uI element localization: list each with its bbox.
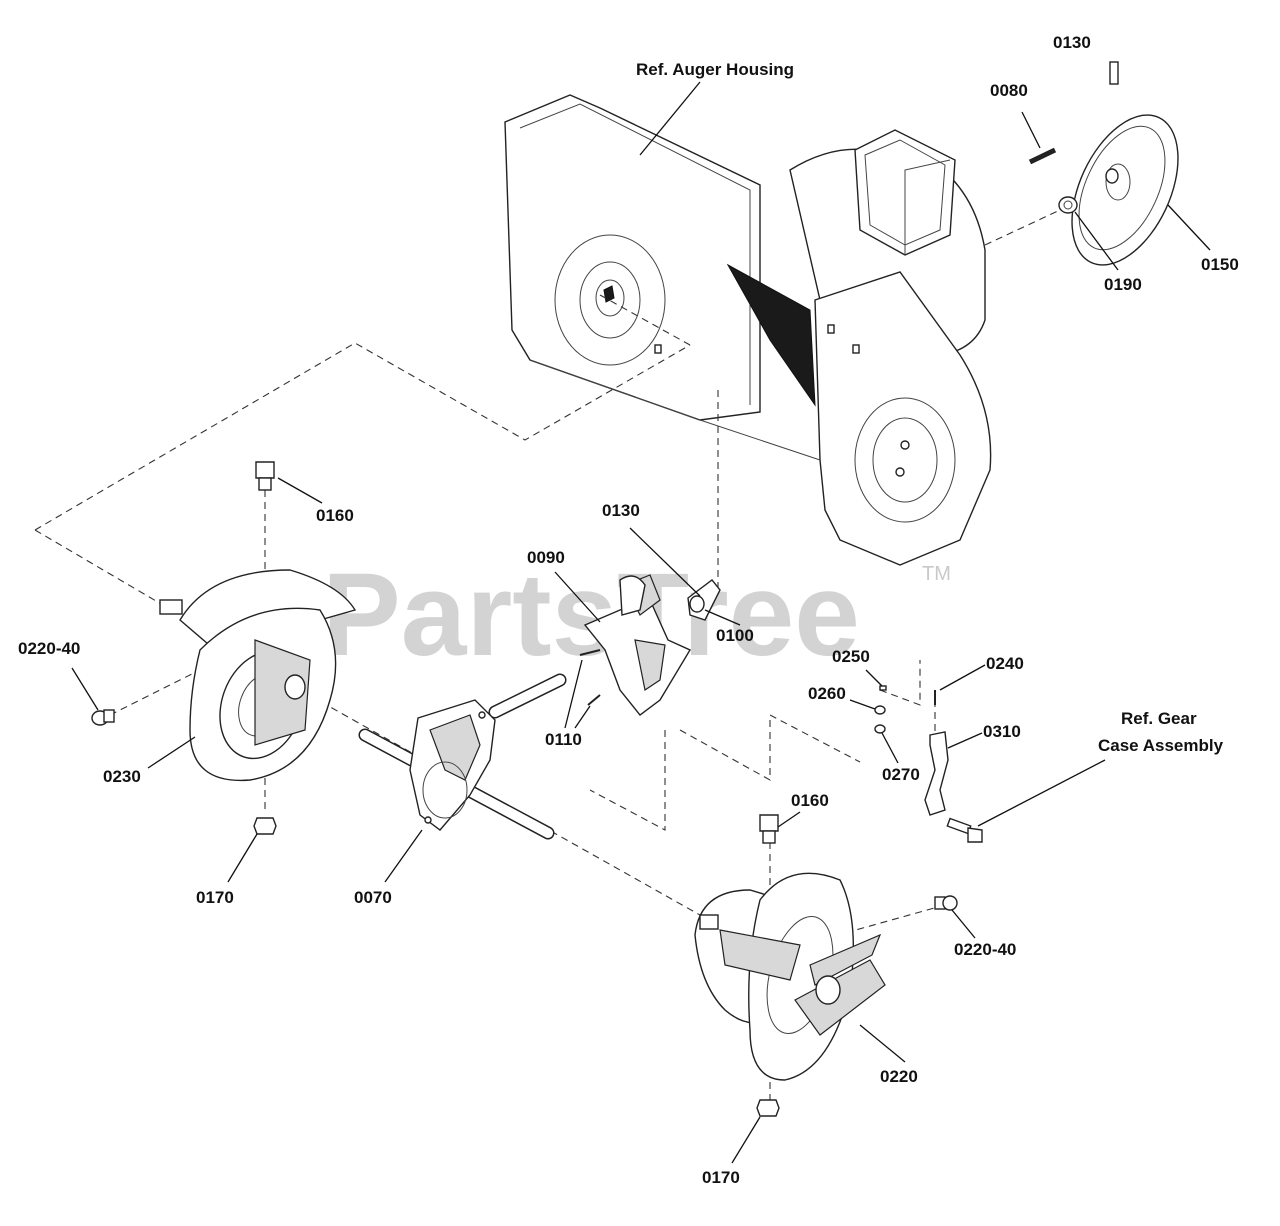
bolt-0160-left — [255, 461, 275, 491]
callout-0170-bottom: 0170 — [702, 1168, 740, 1187]
callout-0150: 0150 — [1201, 255, 1239, 274]
callout-0170-left: 0170 — [196, 888, 234, 907]
callout-ref-auger-housing: Ref. Auger Housing — [636, 60, 794, 79]
callout-0220-40-right: 0220-40 — [954, 940, 1016, 959]
right-auger-drawing — [694, 872, 886, 1081]
hardware-0250-0260-0270 — [874, 685, 887, 734]
key-0080-drawing — [1028, 147, 1057, 165]
impeller-drawing — [583, 574, 692, 716]
pulley-drawing — [1071, 61, 1179, 266]
callout-0220: 0220 — [880, 1067, 918, 1086]
callout-0220-40-left: 0220-40 — [18, 639, 80, 658]
callout-0160-right: 0160 — [791, 791, 829, 810]
callout-ref-gear-case-line1: Ref. Gear — [1121, 709, 1197, 728]
callout-0270: 0270 — [882, 765, 920, 784]
callout-0190: 0190 — [1104, 275, 1142, 294]
callout-0110: 0110 — [545, 730, 582, 749]
bolt-gear-case-drawing — [946, 817, 983, 843]
callout-0160-left: 0160 — [316, 506, 354, 525]
nut-0170-bottom — [756, 1099, 780, 1117]
callout-0240: 0240 — [986, 654, 1024, 673]
callout-0250: 0250 — [832, 647, 870, 666]
callout-0080: 0080 — [990, 81, 1028, 100]
callout-0130-mid: 0130 — [602, 501, 640, 520]
callout-0070: 0070 — [354, 888, 392, 907]
callout-0260: 0260 — [808, 684, 846, 703]
callout-0100: 0100 — [716, 626, 754, 645]
nut-0170-left — [253, 817, 277, 835]
bolt-0160-right — [759, 814, 779, 844]
watermark-text: PartsTree — [322, 549, 860, 681]
left-auger-drawing — [159, 569, 357, 782]
bolt-0110-a — [579, 649, 601, 656]
callout-0130-top: 0130 — [1053, 33, 1091, 52]
callout-ref-gear-case-line2: Case Assembly — [1098, 736, 1224, 755]
callout-0230: 0230 — [103, 767, 141, 786]
bolt-0110-b — [587, 694, 601, 706]
bracket-0310-drawing — [924, 731, 949, 816]
bearing-0100-drawing — [687, 579, 721, 621]
callout-0090: 0090 — [527, 548, 565, 567]
auger-housing-drawing — [504, 94, 992, 566]
watermark-trademark: TM — [922, 563, 951, 585]
callout-0310: 0310 — [983, 722, 1021, 741]
grease-fitting-left — [91, 709, 115, 726]
grease-fitting-right — [934, 895, 958, 911]
bearing-0190-drawing — [1058, 196, 1078, 214]
gear-case-drawing — [358, 673, 567, 840]
